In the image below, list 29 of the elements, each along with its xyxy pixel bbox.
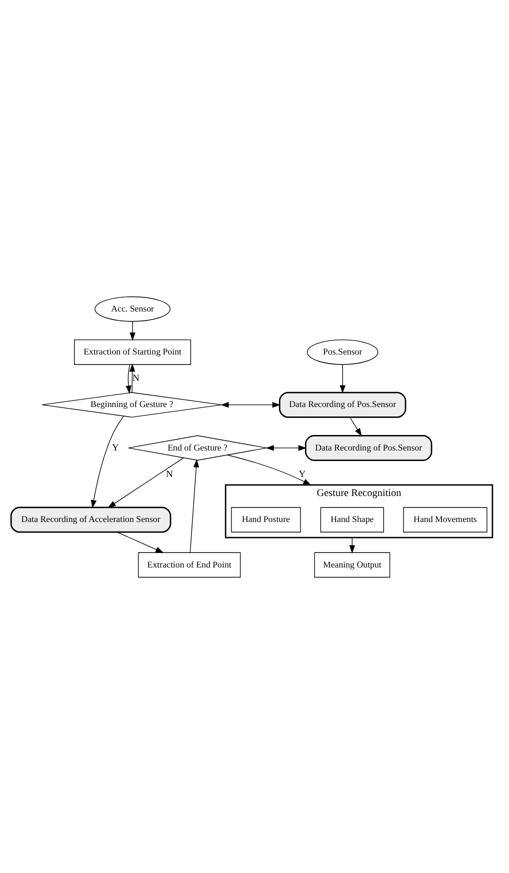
node-box: Hand Shape <box>320 506 384 532</box>
node-box: Data Recording of Pos.Sensor <box>278 391 406 418</box>
node-box: Data Recording of Acceleration Sensor <box>10 506 172 532</box>
edge-label: N <box>166 468 173 480</box>
node-box: Data Recording of Pos.Sensor <box>304 434 432 460</box>
node-box: Hand Posture <box>231 506 301 532</box>
arrow <box>340 364 346 393</box>
arrow <box>129 362 136 392</box>
arrow <box>130 320 136 340</box>
edge-label: Y <box>298 468 306 480</box>
node-diamond: Beginning of Gesture ? <box>42 392 222 417</box>
arrow <box>108 457 184 508</box>
node-ellipse: Pos.Sensor <box>306 339 378 364</box>
arrow <box>350 416 362 436</box>
arrow <box>266 444 307 450</box>
arrow <box>116 531 164 552</box>
arrow <box>190 458 200 552</box>
arrow <box>227 454 312 485</box>
node-box: Meaning Output <box>314 552 390 578</box>
arrow <box>220 401 281 408</box>
node-ellipse: Acc. Sensor <box>94 296 170 322</box>
node-box: Extraction of End Point <box>138 552 241 578</box>
arrow <box>126 364 132 394</box>
node-box: Extraction of Starting Point <box>74 339 192 364</box>
edge-label: Y <box>112 442 119 453</box>
edge-label: N <box>132 372 140 384</box>
arrow <box>90 415 124 508</box>
node-diamond: End of Gesture ? <box>128 434 267 460</box>
node-box: Hand Movements <box>403 506 488 532</box>
